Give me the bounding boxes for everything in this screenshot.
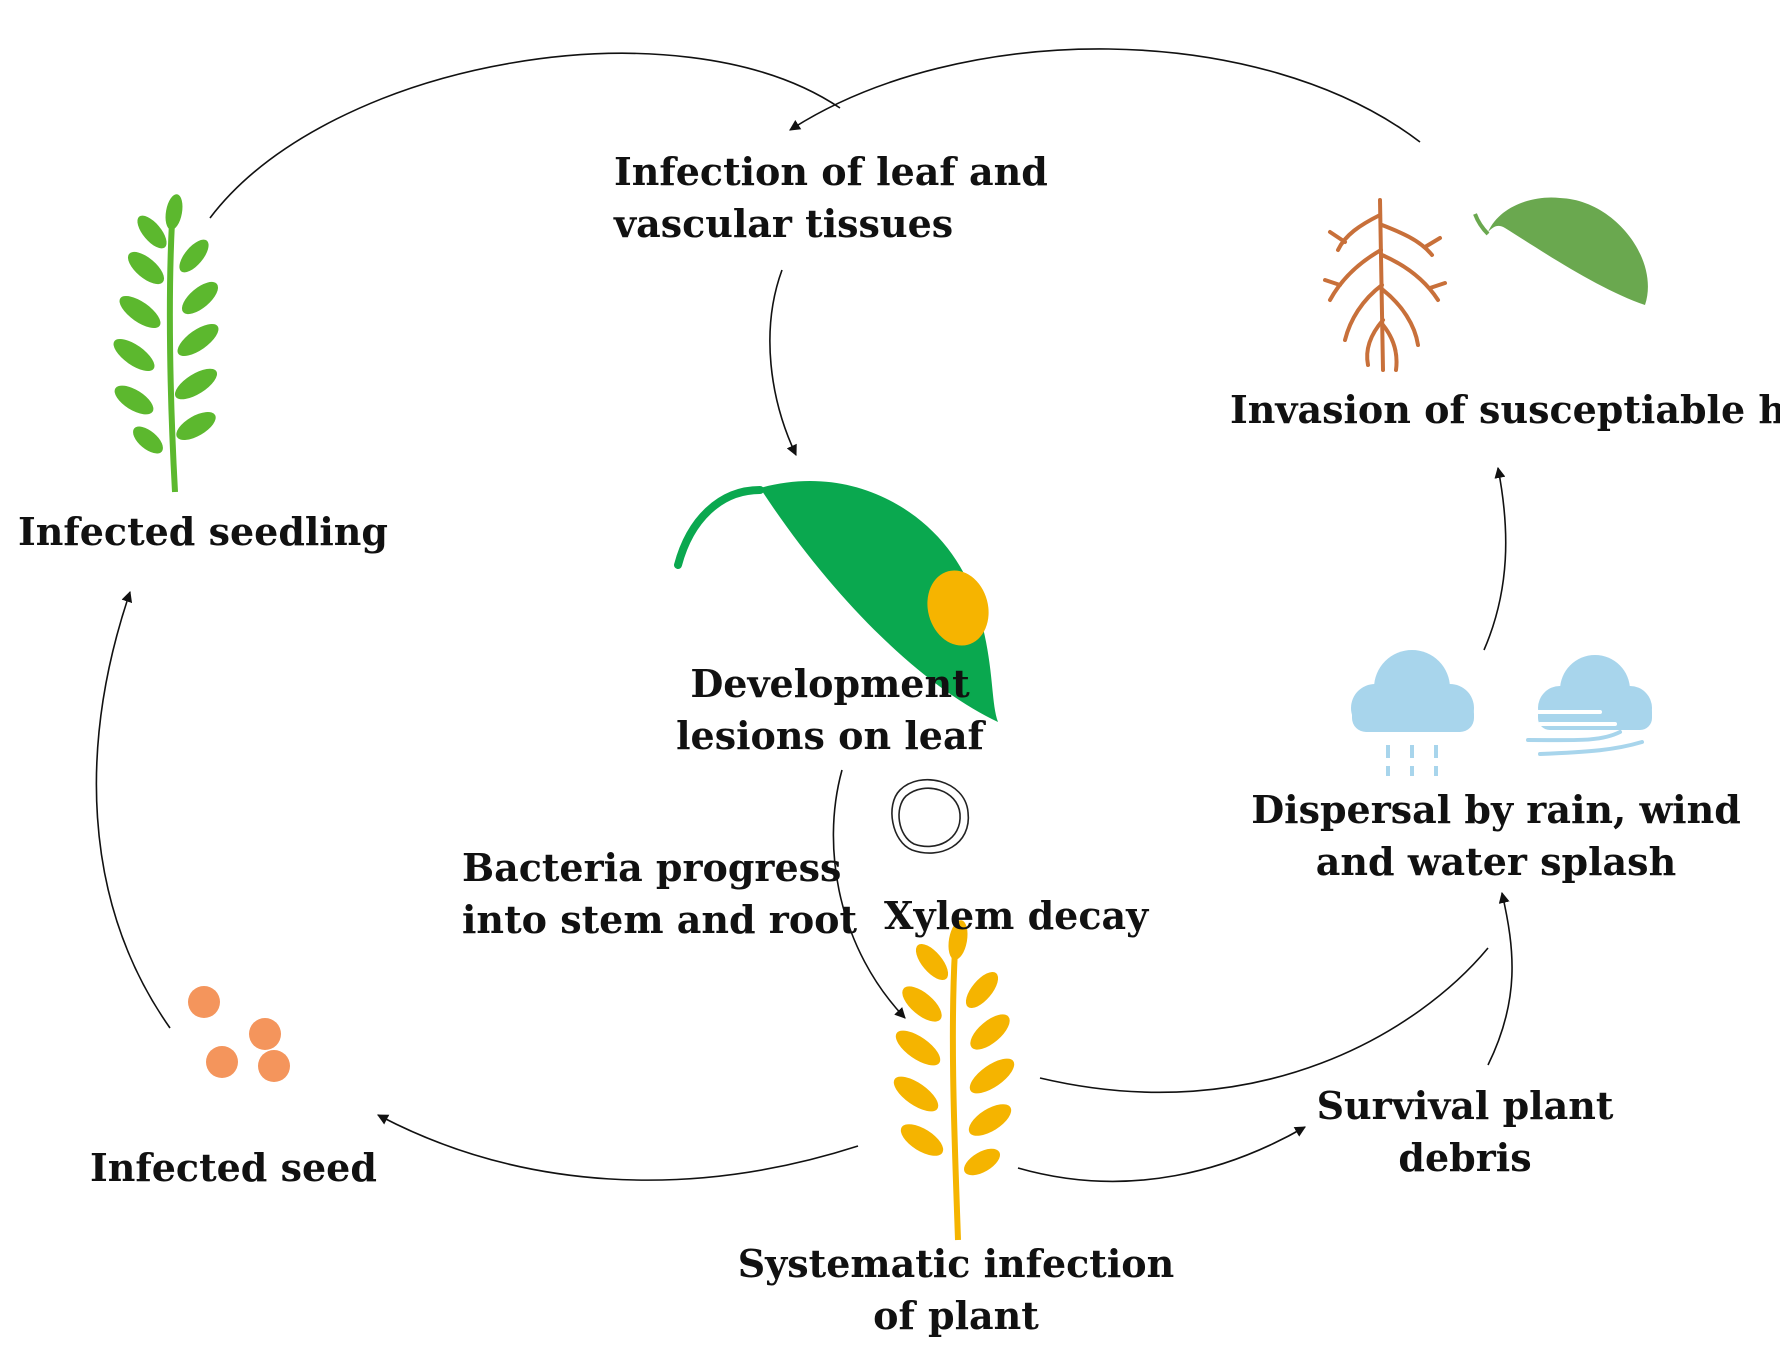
label-bacteria-progress-line1: Bacteria progress bbox=[462, 845, 842, 890]
label-development-lesions-line1: Development bbox=[690, 661, 970, 706]
arrow-systemic-to-dispersal bbox=[1039, 947, 1489, 1094]
label-invasion-host: Invasion of susceptiable host bbox=[1230, 387, 1780, 432]
arrow-lesions-to-systemic bbox=[832, 769, 906, 1019]
label-infection-leaf-line1: Infection of leaf and bbox=[614, 149, 1048, 194]
diseased-leaf-icon bbox=[674, 481, 998, 722]
arrow-systemic-to-debris bbox=[1017, 1126, 1306, 1183]
wind-cloud-icon bbox=[1526, 655, 1652, 756]
arrow-leaf-infection-to-lesions bbox=[769, 269, 797, 456]
label-infected-seed: Infected seed bbox=[90, 1145, 377, 1190]
label-survival-debris: Survival plant debris bbox=[1317, 1080, 1614, 1184]
label-systematic-infection: Systematic infection of plant bbox=[738, 1238, 1175, 1342]
label-dispersal-line2: and water splash bbox=[1315, 839, 1677, 884]
label-infection-leaf: Infection of leaf and vascular tissues bbox=[614, 146, 1048, 250]
rain-cloud-icon bbox=[1351, 650, 1474, 776]
label-infection-leaf-line2: vascular tissues bbox=[614, 201, 954, 246]
host-leaf-icon bbox=[1473, 197, 1648, 305]
cycle-arrows bbox=[95, 48, 1513, 1183]
label-survival-debris-line1: Survival plant bbox=[1316, 1083, 1614, 1128]
label-dispersal: Dispersal by rain, wind and water splash bbox=[1251, 784, 1741, 888]
arrow-debris-to-dispersal bbox=[1487, 891, 1513, 1066]
label-survival-debris-line2: debris bbox=[1398, 1135, 1532, 1180]
label-xylem-decay: Xylem decay bbox=[884, 893, 1149, 938]
label-bacteria-progress: Bacteria progress into stem and root bbox=[462, 842, 858, 946]
arrow-seed-to-seedling bbox=[95, 590, 171, 1029]
infected-plant-icon bbox=[893, 920, 1015, 1241]
label-systematic-infection-line1: Systematic infection bbox=[737, 1241, 1175, 1286]
label-development-lesions: Development lesions on leaf bbox=[676, 658, 984, 762]
label-infected-seedling: Infected seedling bbox=[18, 509, 388, 554]
label-systematic-infection-line2: of plant bbox=[873, 1293, 1039, 1338]
lesion-spot bbox=[927, 570, 989, 646]
arrow-seedling-to-leaf-infection bbox=[209, 52, 841, 219]
root-icon bbox=[1323, 198, 1447, 372]
label-dispersal-line1: Dispersal by rain, wind bbox=[1251, 787, 1741, 832]
arrow-host-to-leaf-infection bbox=[789, 48, 1421, 143]
seeds-icon bbox=[188, 986, 290, 1082]
label-bacteria-progress-line2: into stem and root bbox=[462, 897, 858, 942]
label-development-lesions-line2: lesions on leaf bbox=[676, 713, 984, 758]
arrow-systemic-to-seed bbox=[377, 1114, 859, 1181]
arrow-dispersal-to-host bbox=[1483, 466, 1507, 651]
xylem-cross-section-icon bbox=[891, 778, 969, 854]
seedling-icon bbox=[113, 194, 219, 493]
